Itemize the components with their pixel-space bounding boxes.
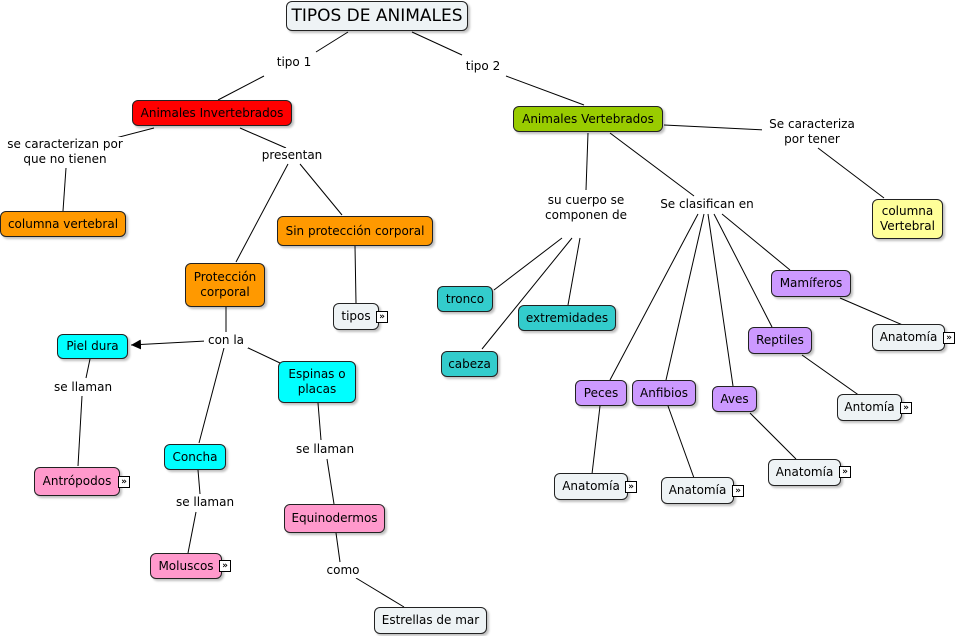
link-con-la: con la bbox=[204, 333, 248, 348]
edge-equinodermos-como bbox=[335, 532, 341, 563]
expand-antropodos-icon[interactable]: » bbox=[118, 476, 130, 488]
edge-presentan-sinproteccion bbox=[299, 163, 343, 216]
edge-vert-sucuerpo bbox=[585, 132, 589, 191]
link-tipo1: tipo 1 bbox=[270, 55, 318, 70]
node-piel-dura[interactable]: Piel dura bbox=[57, 334, 128, 359]
edge-vert-secaracteriza bbox=[663, 124, 767, 131]
edge-como-estrellas bbox=[355, 577, 405, 608]
link-se-caracteriza: Se caracteriza por tener bbox=[762, 117, 862, 147]
node-estrellas[interactable]: Estrellas de mar bbox=[374, 607, 487, 634]
edge-seclasifican-anfibios bbox=[665, 213, 705, 381]
edge-secaracteriza-columna bbox=[817, 147, 885, 199]
edge-tipo1-invertebrados bbox=[217, 75, 265, 101]
edge-peces-anatomia bbox=[591, 405, 601, 475]
edge-tipo2-vertebrados bbox=[505, 75, 585, 106]
node-mamiferos[interactable]: Mamíferos bbox=[771, 270, 851, 297]
edge-anfibios-anatomia bbox=[667, 405, 695, 479]
node-antomia-reptiles[interactable]: Antomía bbox=[837, 394, 902, 421]
link-su-cuerpo: su cuerpo se componen de bbox=[541, 193, 631, 223]
node-vertebrados[interactable]: Animales Vertebrados bbox=[513, 106, 663, 132]
link-se-clasifican: Se clasifican en bbox=[655, 197, 759, 212]
expand-antomia-reptiles-icon[interactable]: » bbox=[900, 402, 912, 414]
expand-anatomia-anfibios-icon[interactable]: » bbox=[732, 485, 744, 497]
node-anatomia-mamiferos[interactable]: Anatomía bbox=[872, 324, 945, 351]
node-title[interactable]: TIPOS DE ANIMALES bbox=[286, 1, 468, 31]
edge-invert-presentan bbox=[239, 127, 287, 149]
edge-sucuerpo-tronco bbox=[493, 237, 563, 291]
edge-reptiles-antomia bbox=[801, 354, 861, 397]
link-como: como bbox=[323, 563, 363, 578]
edge-sinproteccion-tipos bbox=[354, 245, 357, 304]
edge-sellaman-antropodos bbox=[77, 395, 83, 467]
node-invertebrados[interactable]: Animales Invertebrados bbox=[132, 100, 292, 126]
node-columna-vertebral[interactable]: columna vertebral bbox=[0, 211, 126, 237]
edge-sucuerpo-cabeza bbox=[481, 237, 573, 350]
edge-espinas-sellaman bbox=[317, 402, 322, 441]
edge-concha-sellaman bbox=[197, 469, 201, 495]
node-extremidades[interactable]: extremidades bbox=[518, 305, 616, 331]
node-anatomia-aves[interactable]: Anatomía bbox=[768, 459, 841, 486]
link-se-llaman-2: se llaman bbox=[172, 495, 238, 510]
node-cabeza[interactable]: cabeza bbox=[441, 351, 498, 377]
node-anatomia-peces[interactable]: Anatomía bbox=[554, 473, 628, 500]
expand-anatomia-peces-icon[interactable]: » bbox=[625, 481, 637, 493]
edge-aves-anatomia bbox=[749, 412, 797, 460]
expand-anatomia-aves-icon[interactable]: » bbox=[839, 466, 851, 478]
node-antropodos[interactable]: Antrópodos bbox=[34, 467, 120, 496]
edge-conla-piel bbox=[130, 339, 207, 350]
node-sin-proteccion[interactable]: Sin protección corporal bbox=[277, 216, 433, 246]
expand-tipos-icon[interactable]: » bbox=[376, 311, 388, 323]
link-se-caracterizan: se caracterizan por que no tienen bbox=[6, 137, 124, 167]
node-proteccion[interactable]: Protección corporal bbox=[185, 263, 265, 307]
node-aves[interactable]: Aves bbox=[712, 386, 757, 412]
edge-title-tipo1 bbox=[315, 31, 349, 53]
expand-moluscos-icon[interactable]: » bbox=[219, 560, 231, 572]
edge-seclasifican-reptiles bbox=[713, 213, 773, 328]
link-tipo2: tipo 2 bbox=[459, 59, 507, 74]
edge-seclasifican-aves bbox=[707, 213, 734, 387]
link-se-llaman-1: se llaman bbox=[50, 380, 116, 395]
edge-vert-seclasifican bbox=[609, 132, 695, 197]
edge-seclasifican-mamiferos bbox=[721, 213, 791, 271]
node-columna-vertebral-v[interactable]: columna Vertebral bbox=[872, 199, 943, 239]
edge-sucuerpo-extremidades bbox=[567, 237, 581, 306]
node-tipos[interactable]: tipos bbox=[333, 303, 379, 330]
edge-seclasifican-peces bbox=[609, 213, 699, 381]
node-tronco[interactable]: tronco bbox=[437, 286, 493, 312]
node-moluscos[interactable]: Moluscos bbox=[150, 553, 222, 579]
node-reptiles[interactable]: Reptiles bbox=[748, 327, 812, 354]
node-anatomia-anfibios[interactable]: Anatomía bbox=[661, 477, 734, 504]
edge-mamiferos-anatomia bbox=[839, 297, 906, 327]
node-concha[interactable]: Concha bbox=[164, 444, 226, 470]
link-presentan: presentan bbox=[258, 148, 326, 163]
node-peces[interactable]: Peces bbox=[575, 380, 627, 406]
node-anfibios[interactable]: Anfibios bbox=[632, 380, 696, 406]
edge-title-tipo2 bbox=[411, 31, 463, 56]
edge-presentan-proteccion bbox=[235, 163, 289, 263]
edge-secaracterizan-columna bbox=[62, 167, 67, 212]
edge-conla-concha bbox=[198, 347, 225, 444]
edge-sellaman-equinodermos bbox=[326, 458, 335, 505]
edge-sellaman-moluscos bbox=[187, 511, 197, 554]
node-equinodermos[interactable]: Equinodermos bbox=[284, 504, 385, 533]
edge-conla-espinas bbox=[243, 345, 281, 364]
link-se-llaman-3: se llaman bbox=[292, 442, 358, 457]
node-espinas[interactable]: Espinas o placas bbox=[278, 361, 356, 403]
edge-piel-sellaman bbox=[85, 358, 91, 379]
expand-anatomia-mamiferos-icon[interactable]: » bbox=[943, 332, 955, 344]
